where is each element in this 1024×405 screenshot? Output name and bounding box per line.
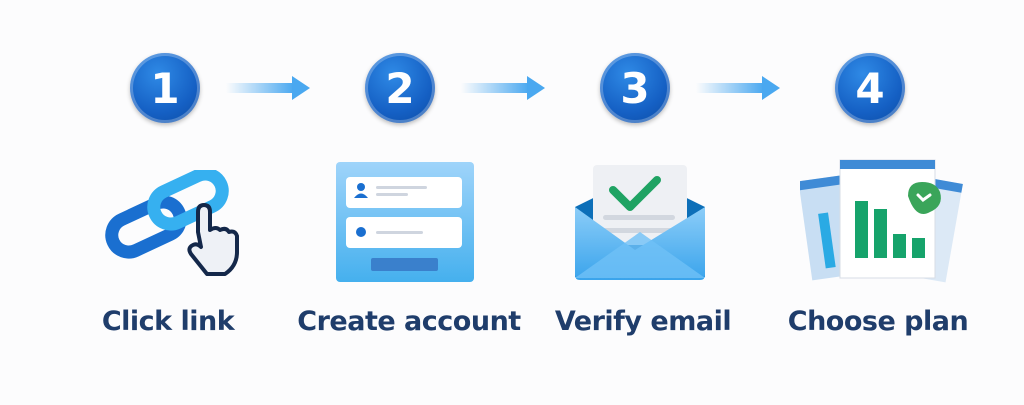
step-badge-2: 2: [365, 53, 435, 123]
step-badge-3: 3: [600, 53, 670, 123]
arrow-right-icon: [226, 76, 310, 100]
arrow-right-icon: [696, 76, 780, 100]
check-icon: [609, 176, 661, 211]
signup-form-icon: [336, 162, 474, 282]
step-label-2: Create account: [297, 306, 521, 337]
chat-icon: [356, 227, 366, 237]
user-icon: [357, 183, 365, 191]
plan-chart-icon: [800, 159, 963, 283]
step-badge-1: 1: [130, 53, 200, 123]
step-label-1: Click link: [101, 306, 235, 337]
link-click-icon: [105, 170, 239, 276]
arrow-right-icon: [461, 76, 545, 100]
step-label-3: Verify email: [554, 306, 732, 337]
step-badge-4: 4: [835, 53, 905, 123]
email-verified-icon: [575, 165, 705, 280]
step-label-4: Choose plan: [787, 306, 969, 337]
